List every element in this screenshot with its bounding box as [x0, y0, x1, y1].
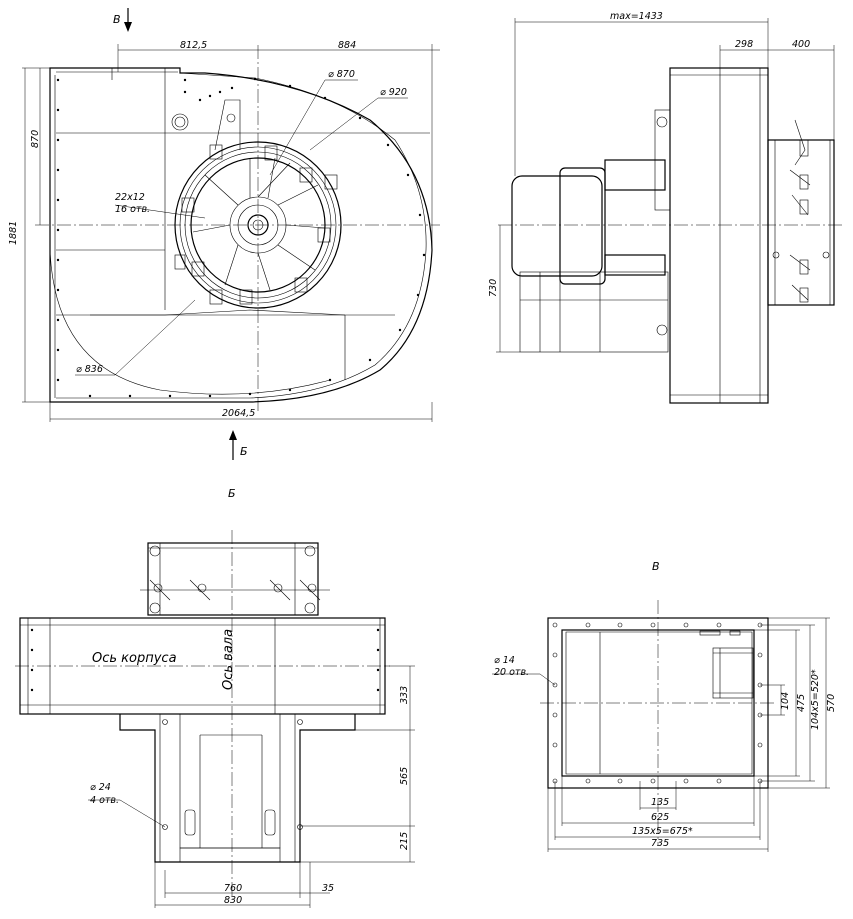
holes-count: 16 отв. — [115, 204, 150, 215]
dim-104x5: 104х5=520* — [810, 669, 821, 730]
dim-max-1433: max=1433 — [610, 11, 663, 22]
hole-count-4: 4 отв. — [90, 795, 119, 806]
view-b — [15, 530, 415, 908]
dim-333: 333 — [399, 686, 410, 704]
hole-diam-24: ⌀ 24 — [90, 782, 111, 793]
dim-570: 570 — [826, 694, 837, 712]
dim-475: 475 — [796, 694, 807, 712]
dim-730: 730 — [488, 279, 499, 297]
view-arrow-label-v: В — [113, 13, 121, 26]
view-v — [492, 600, 830, 852]
dim-625: 625 — [651, 812, 669, 823]
side-view — [496, 18, 845, 404]
dim-215: 215 — [399, 832, 410, 850]
dim-870-vertical: 870 — [30, 130, 41, 148]
dim-735: 735 — [651, 838, 669, 849]
front-view — [22, 8, 440, 460]
dim-1881: 1881 — [8, 221, 19, 245]
dim-35: 35 — [322, 883, 334, 894]
dim-760: 760 — [224, 883, 242, 894]
dim-diam-920: ⌀ 920 — [380, 87, 407, 98]
dim-298: 298 — [735, 39, 753, 50]
dim-135x5: 135х5=675* — [632, 826, 693, 837]
axis-shaft-label: Ось вала — [221, 629, 236, 690]
holes-size: 22х12 — [115, 192, 145, 203]
section-v-title: В — [652, 560, 660, 573]
section-b-title: Б — [228, 487, 236, 500]
hole-count-20: 20 отв. — [494, 667, 529, 678]
view-arrow-label-b: Б — [240, 445, 248, 458]
dim-830: 830 — [224, 895, 242, 906]
dim-884: 884 — [338, 40, 356, 51]
dim-104: 104 — [780, 692, 791, 710]
dim-400: 400 — [792, 39, 810, 50]
dim-135: 135 — [651, 797, 669, 808]
dim-2064: 2064,5 — [222, 408, 255, 419]
dim-565: 565 — [399, 767, 410, 785]
dim-diam-870: ⌀ 870 — [328, 69, 355, 80]
dim-diam-836: ⌀ 836 — [76, 364, 103, 375]
dim-812: 812,5 — [180, 40, 207, 51]
axis-body-label: Ось корпуса — [92, 651, 177, 666]
hole-diam-14: ⌀ 14 — [494, 655, 515, 666]
